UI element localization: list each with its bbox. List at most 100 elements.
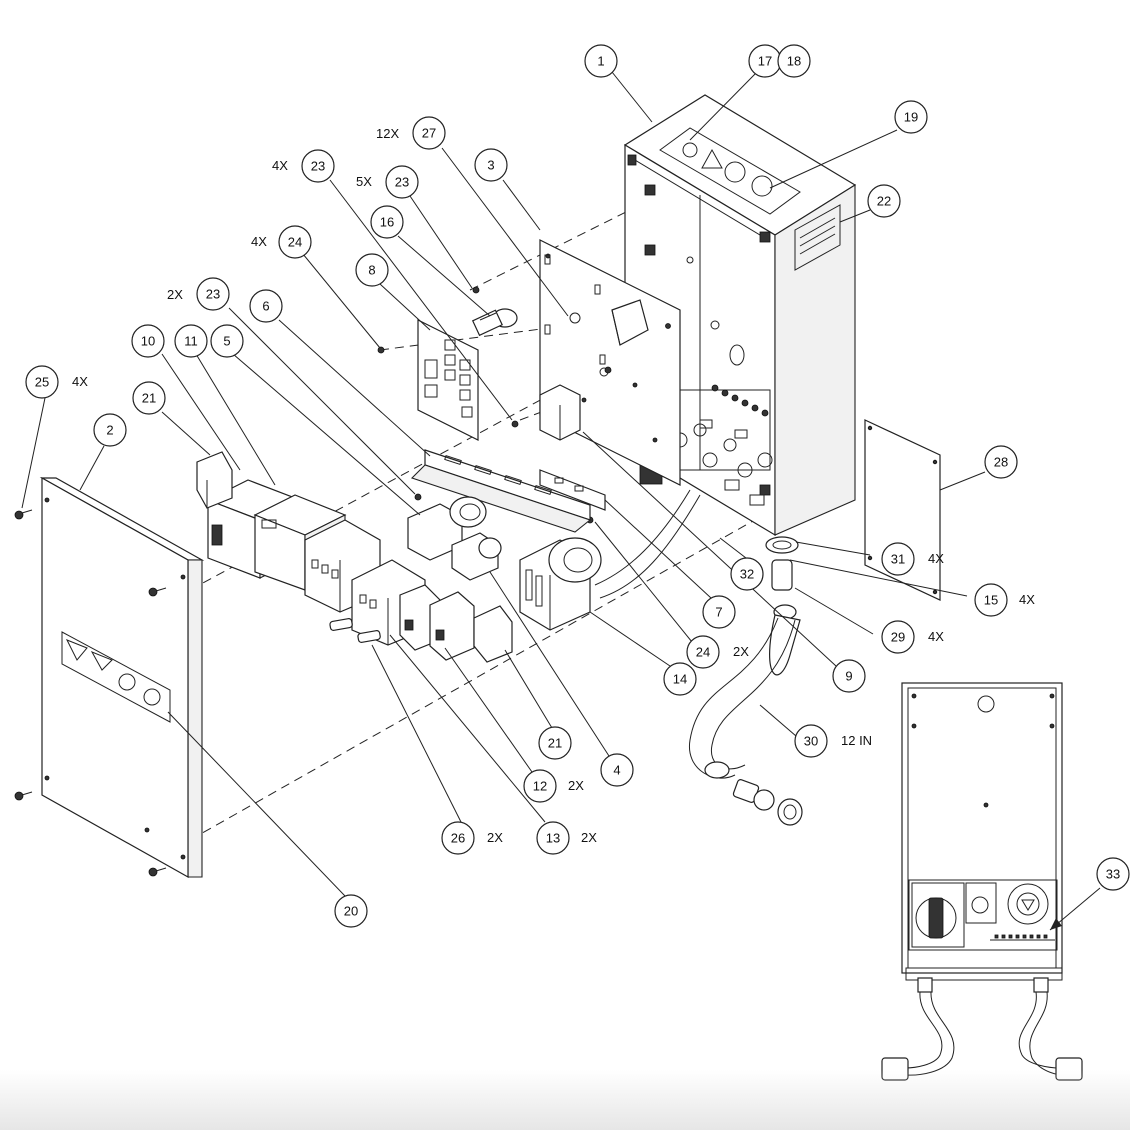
svg-text:21: 21 xyxy=(142,391,156,406)
svg-text:31: 31 xyxy=(891,552,905,567)
svg-text:13: 13 xyxy=(546,831,560,846)
item-balloon: 10 xyxy=(131,324,165,358)
svg-text:21: 21 xyxy=(548,736,562,751)
item-balloon: 26 xyxy=(441,821,475,855)
cable-glands xyxy=(672,419,773,506)
svg-text:3: 3 xyxy=(487,158,494,173)
item-balloon: 14 xyxy=(663,662,697,696)
end-stop-21-left xyxy=(196,451,233,509)
svg-text:1: 1 xyxy=(597,54,604,69)
item-balloon: 15 xyxy=(974,583,1008,617)
svg-text:23: 23 xyxy=(311,159,325,174)
item-balloon: 12 xyxy=(523,769,557,803)
svg-text:17: 17 xyxy=(758,54,772,69)
item-balloon: 33 xyxy=(1096,857,1130,891)
quantity-label: 5X xyxy=(356,174,372,189)
item-balloon: 29 xyxy=(881,620,915,654)
item-balloons: 1 17 18 19 27 3 23 23 16 22 24 8 23 6 10… xyxy=(25,44,1130,928)
quantity-label: 2X xyxy=(568,778,584,793)
svg-text:26: 26 xyxy=(451,831,465,846)
disconnect-switch-14 xyxy=(519,537,602,631)
terminal-board xyxy=(417,319,479,441)
item-balloon: 22 xyxy=(867,184,901,218)
item-balloon: 27 xyxy=(412,116,446,150)
assembled-terminals xyxy=(994,934,1048,939)
door-screws xyxy=(14,509,167,877)
item-balloon: 23 xyxy=(301,149,335,183)
front-door xyxy=(39,476,205,879)
quantity-label: 2X xyxy=(581,830,597,845)
item-balloon: 30 xyxy=(794,724,828,758)
item-balloon: 5 xyxy=(210,324,244,358)
item-balloon: 9 xyxy=(832,659,866,693)
svg-text:15: 15 xyxy=(984,593,998,608)
item-balloon: 1 xyxy=(584,44,618,78)
svg-text:7: 7 xyxy=(715,605,722,620)
assembled-view xyxy=(881,682,1083,1081)
svg-text:22: 22 xyxy=(877,194,891,209)
quantity-label: 12 IN xyxy=(841,733,872,748)
item-balloon: 13 xyxy=(536,821,570,855)
din-rail xyxy=(410,449,592,533)
quantity-label: 12X xyxy=(376,126,399,141)
svg-text:33: 33 xyxy=(1106,867,1120,882)
item-balloon: 23 xyxy=(196,277,230,311)
item-balloon: 28 xyxy=(984,445,1018,479)
item-balloon: 21 xyxy=(538,726,572,760)
item-balloon: 4 xyxy=(600,753,634,787)
item-balloon: 19 xyxy=(894,100,928,134)
leader-arrowhead xyxy=(1050,918,1062,930)
svg-text:28: 28 xyxy=(994,455,1008,470)
item-balloon: 3 xyxy=(474,148,508,182)
svg-text:27: 27 xyxy=(422,126,436,141)
svg-text:23: 23 xyxy=(206,287,220,302)
svg-text:6: 6 xyxy=(262,299,269,314)
svg-text:9: 9 xyxy=(845,669,852,684)
quantity-label: 4X xyxy=(928,629,944,644)
item-balloon: 24 xyxy=(686,635,720,669)
small-screws xyxy=(377,286,612,524)
terminal-row xyxy=(711,384,769,417)
quantity-label: 4X xyxy=(251,234,267,249)
svg-text:4: 4 xyxy=(613,763,620,778)
svg-text:30: 30 xyxy=(804,734,818,749)
svg-text:29: 29 xyxy=(891,630,905,645)
quantity-label: 2X xyxy=(733,644,749,659)
fuses xyxy=(329,618,381,643)
item-balloon: 11 xyxy=(174,324,208,358)
quantity-label: 4X xyxy=(272,158,288,173)
item-balloon: 31 xyxy=(881,542,915,576)
item-balloon: 17 xyxy=(748,44,782,78)
quantity-labels: 12X 4X 5X 4X 2X 4X 4X 4X 4X 2X 12 IN 2X … xyxy=(72,126,1035,845)
svg-text:8: 8 xyxy=(368,263,375,278)
svg-text:16: 16 xyxy=(380,215,394,230)
quantity-label: 4X xyxy=(928,551,944,566)
svg-text:24: 24 xyxy=(288,235,302,250)
svg-text:19: 19 xyxy=(904,110,918,125)
end-stop-21-right xyxy=(473,605,513,663)
svg-text:5: 5 xyxy=(223,334,230,349)
selector-switch-4 xyxy=(451,532,502,581)
circuit-board xyxy=(539,469,606,511)
svg-text:10: 10 xyxy=(141,334,155,349)
quantity-label: 4X xyxy=(1019,592,1035,607)
contactor-blocks xyxy=(304,519,475,661)
quantity-label: 4X xyxy=(72,374,88,389)
leader-lines xyxy=(21,71,1101,931)
bottom-gradient-band xyxy=(0,1070,1130,1130)
item-balloon: 32 xyxy=(730,557,764,591)
item-balloon: 7 xyxy=(702,595,736,629)
svg-text:11: 11 xyxy=(184,334,198,349)
item-balloon: 21 xyxy=(132,381,166,415)
svg-text:14: 14 xyxy=(673,672,687,687)
item-balloon: 6 xyxy=(249,289,283,323)
svg-text:25: 25 xyxy=(35,375,49,390)
item-balloon: 2 xyxy=(93,413,127,447)
svg-text:18: 18 xyxy=(787,54,801,69)
pilot-light-16 xyxy=(471,308,518,337)
item-balloon: 24 xyxy=(278,225,312,259)
svg-text:23: 23 xyxy=(395,175,409,190)
conduit-assembly xyxy=(689,536,803,826)
